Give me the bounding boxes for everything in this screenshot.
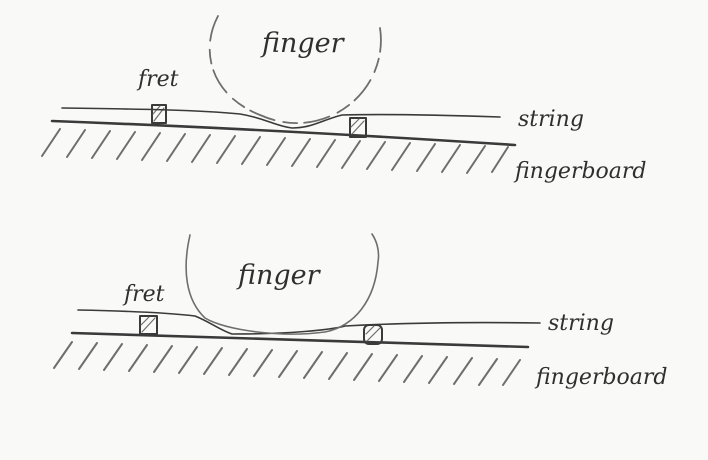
bottom-fingerboard-label: fingerboard xyxy=(534,365,668,390)
bottom-finger-outline xyxy=(185,233,380,335)
top-fingerboard-hatching xyxy=(41,128,509,174)
top-diagram: finger fret string fingerboard xyxy=(41,15,647,184)
top-fingerboard-label: fingerboard xyxy=(513,159,647,184)
top-fret-label: fret xyxy=(136,67,179,92)
bottom-fingerboard-hatching xyxy=(53,341,521,386)
bottom-finger-label: finger xyxy=(236,260,322,291)
bottom-fret-label: fret xyxy=(122,282,165,307)
top-fret-left xyxy=(151,104,167,124)
top-string xyxy=(61,107,501,129)
top-finger-outline xyxy=(208,15,382,124)
bottom-diagram: finger fret string fingerboard xyxy=(53,233,668,390)
bottom-string xyxy=(77,309,541,335)
bottom-fret-left xyxy=(139,315,158,335)
bottom-string-label: string xyxy=(548,311,614,336)
top-fingerboard-surface xyxy=(50,119,517,147)
bottom-fingerboard-surface xyxy=(70,331,530,349)
top-string-label: string xyxy=(518,107,584,132)
top-fret-right xyxy=(349,117,367,138)
top-finger-label: finger xyxy=(260,28,346,59)
